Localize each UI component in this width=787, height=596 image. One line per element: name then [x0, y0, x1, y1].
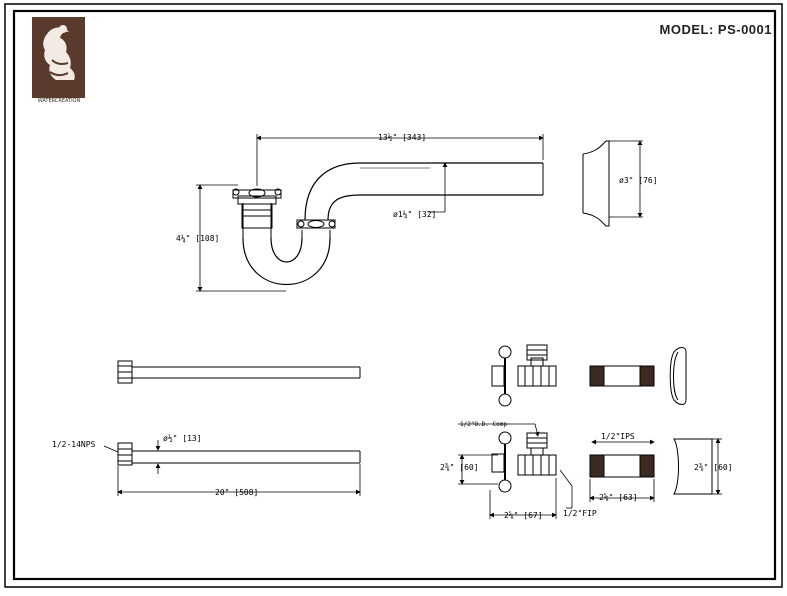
escutcheon-height-label: 2⅜" [60] — [694, 463, 733, 472]
escutcheon-bottom — [673, 438, 722, 495]
tube-diameter-label: ø1¼" [32] — [393, 210, 436, 219]
trap-dimensions — [196, 134, 544, 292]
supply-thread-label: 1/2-14NPS — [52, 440, 96, 449]
angle-valve-bottom — [458, 423, 573, 519]
p-trap — [232, 162, 544, 285]
nipple-length-label: 2⅝" [63] — [599, 493, 638, 502]
nipple-top — [589, 365, 655, 387]
supply-length-label: 20" [508] — [215, 488, 258, 497]
kneeling-figure-logo-icon — [32, 17, 85, 98]
logo-caption: WATERCREATION — [37, 98, 81, 104]
valve-height-label: 2⅜" [60] — [440, 463, 479, 472]
outer-frame — [4, 3, 783, 588]
trap-length-label: 13½" [343] — [378, 132, 426, 142]
escutcheon-top — [669, 347, 687, 405]
nipple-label: 1/2"IPS — [601, 432, 635, 441]
compression-label: 1/2"O.D. Comp — [460, 421, 507, 428]
model-number: MODEL: PS-0001 — [659, 22, 772, 37]
inner-frame — [12, 9, 777, 581]
supply-line-bottom — [103, 440, 361, 496]
supply-diameter-label: ø½" [13] — [163, 433, 202, 443]
wall-flange — [582, 140, 643, 227]
flange-diameter-label: ø3" [76] — [619, 176, 658, 185]
supply-line-top — [117, 360, 361, 384]
trap-height-label: 4¼" [108] — [176, 234, 219, 243]
angle-valve-top — [491, 344, 557, 407]
fip-label: 1/2"FIP — [563, 509, 597, 518]
valve-width-label: 2⅝" [67] — [504, 511, 543, 520]
nipple-bottom — [589, 439, 655, 502]
